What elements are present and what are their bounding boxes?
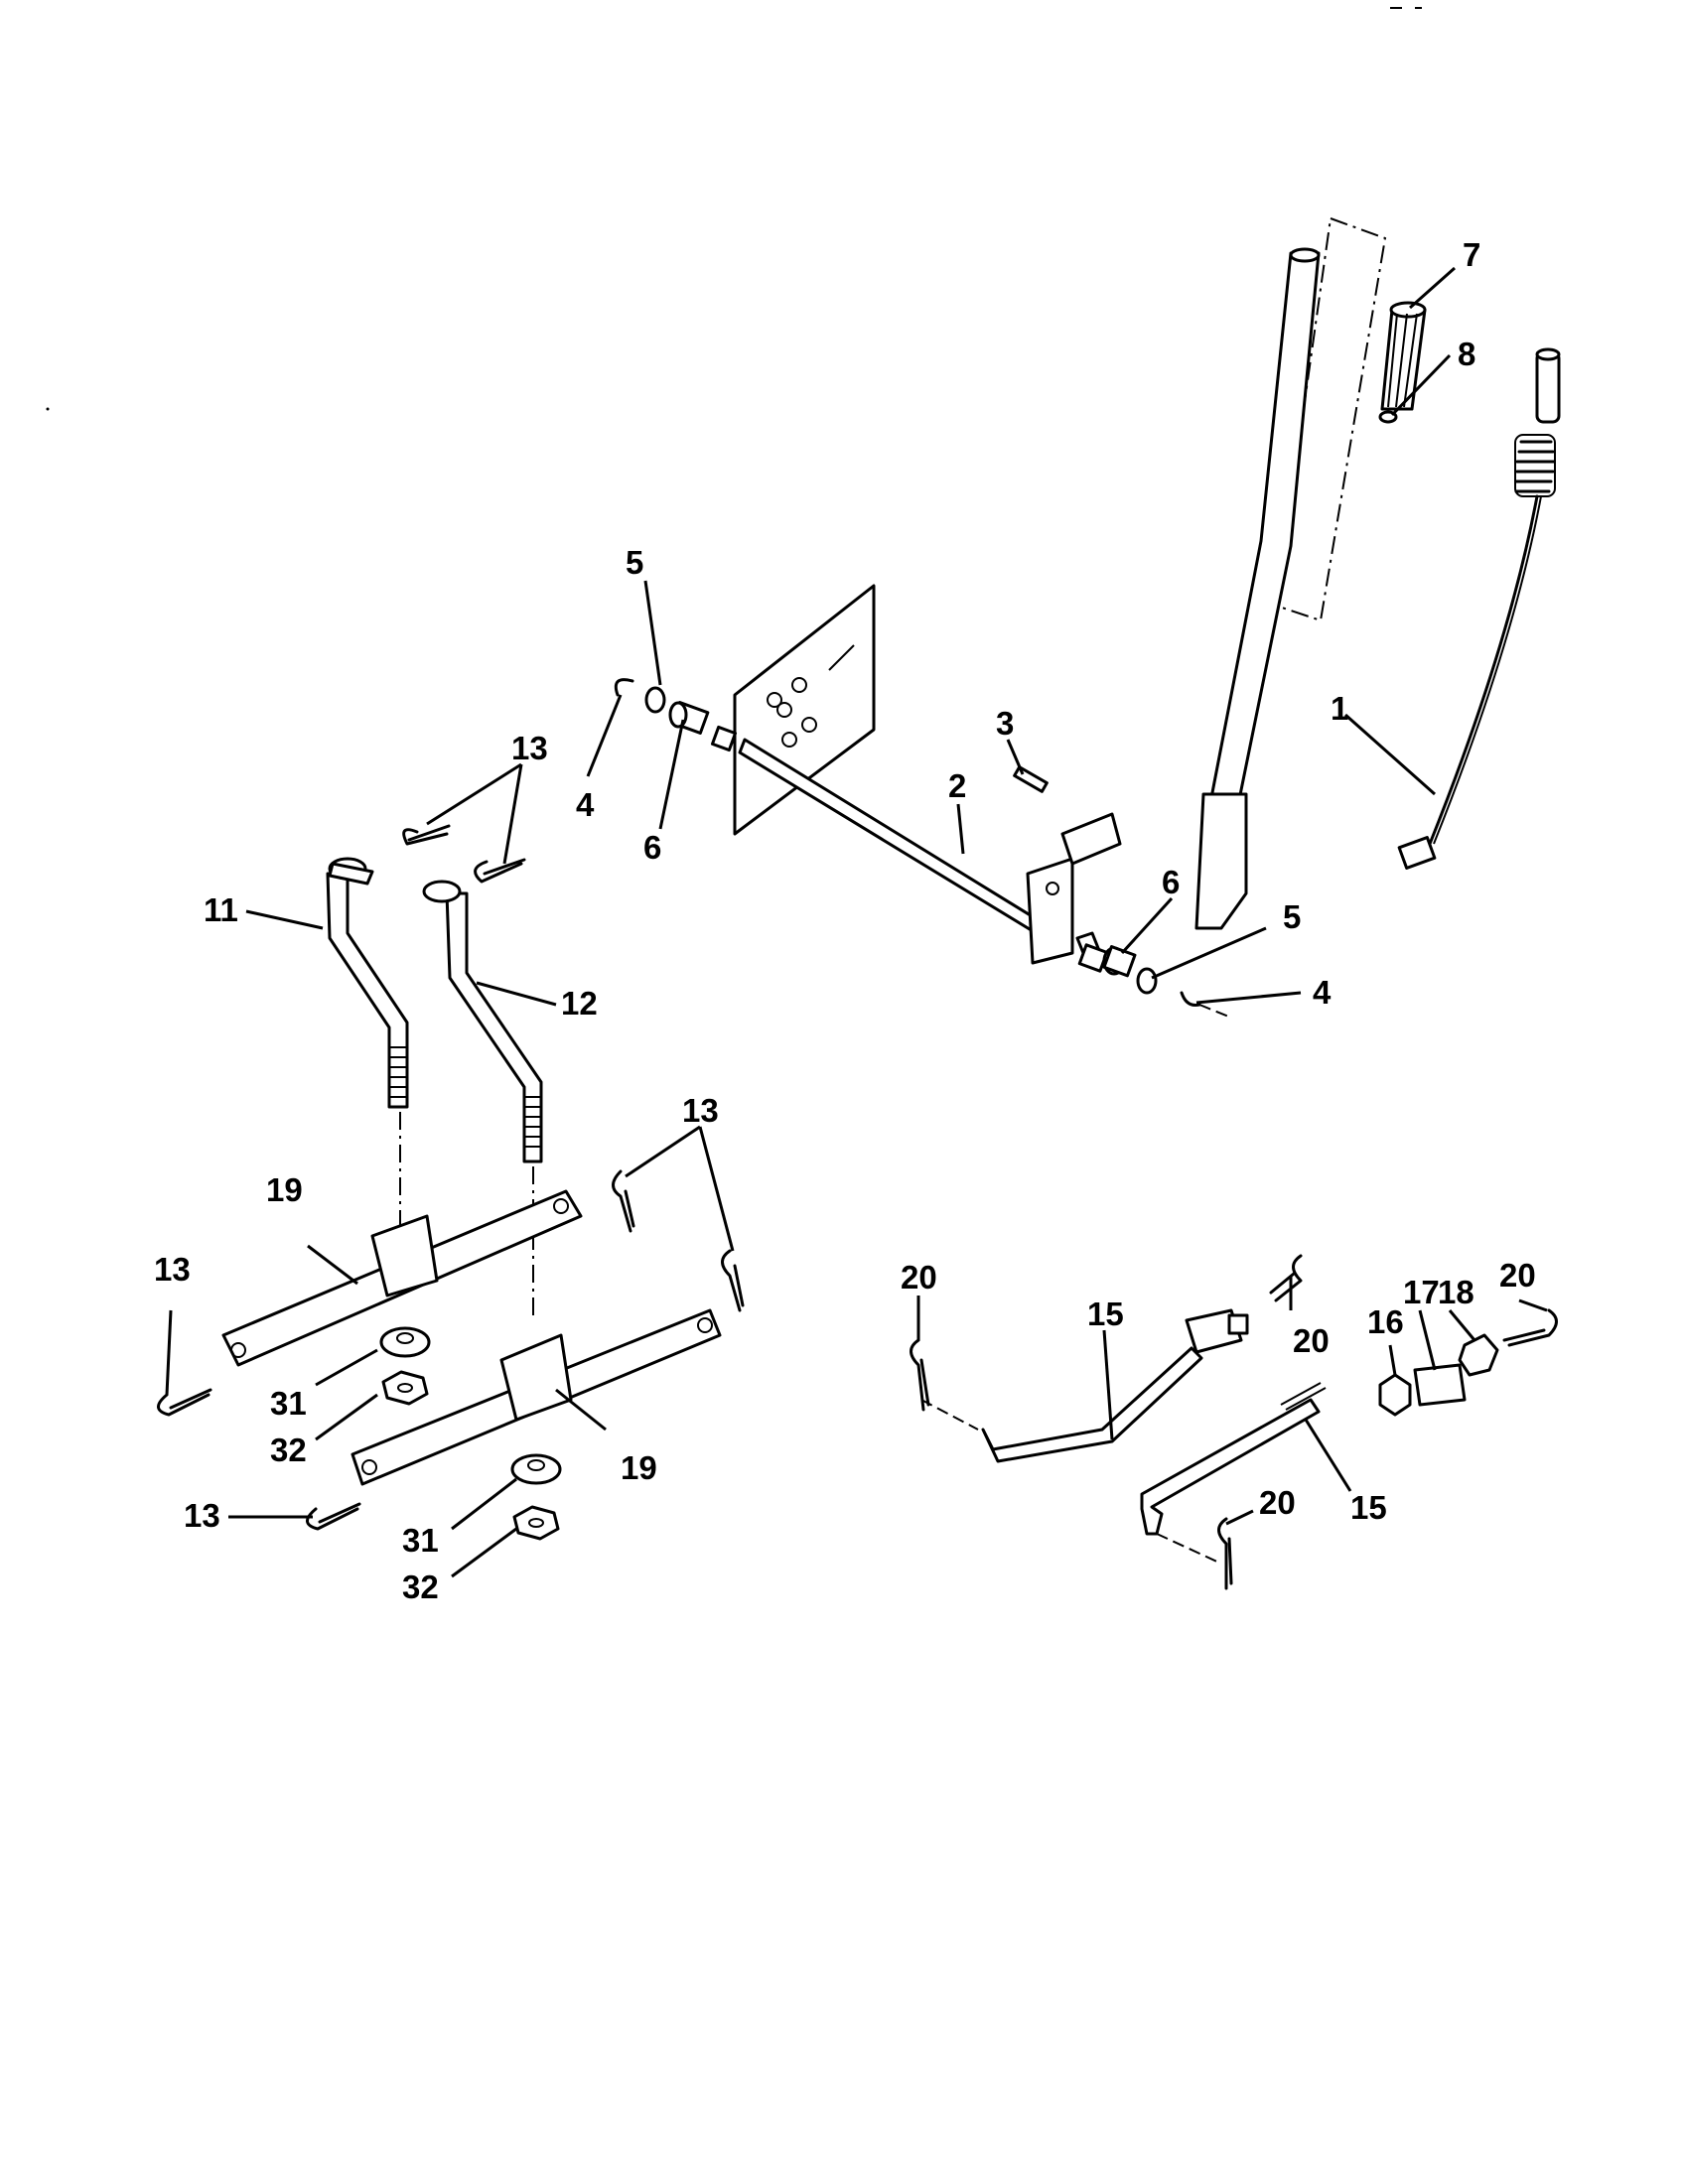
- part-lift-cable: [1397, 347, 1561, 870]
- part-ferrule-hardware: [1378, 1333, 1499, 1417]
- callout-18: 18: [1438, 1274, 1474, 1310]
- callout-15: 15: [1087, 1296, 1124, 1332]
- callout-19: 19: [266, 1171, 303, 1208]
- part-drag-link-lower: [1140, 1382, 1327, 1565]
- part-drag-link-upper: [920, 1308, 1249, 1463]
- part-spacers-nuts: [379, 1326, 562, 1541]
- callout-15: 15: [1350, 1489, 1387, 1526]
- leader-lines: [165, 266, 1548, 1578]
- callout-1: 1: [1331, 690, 1348, 727]
- part-lift-shaft: [733, 584, 1122, 965]
- part-lift-arm-lower: [351, 1308, 722, 1486]
- callout-11: 11: [204, 891, 238, 928]
- callout-5: 5: [626, 544, 643, 581]
- part-lift-arm-upper: [221, 1189, 583, 1367]
- scan-marks: [46, 7, 1422, 411]
- part-lift-link-12: [422, 880, 543, 1320]
- callout-4: 4: [576, 786, 595, 823]
- callout-5: 5: [1283, 898, 1301, 935]
- callout-20: 20: [1293, 1322, 1330, 1359]
- callout-13: 13: [682, 1092, 719, 1129]
- callout-20: 20: [901, 1259, 937, 1296]
- part-shaft-left-hardware: [614, 678, 738, 752]
- callout-labels: 1 2 3 4 4 5 5 6 6 7 8 11 12 13 13 13 13 …: [154, 236, 1536, 1605]
- callout-32: 32: [270, 1432, 307, 1468]
- part-pin: [1013, 765, 1049, 793]
- callout-13: 13: [184, 1497, 220, 1534]
- callout-19: 19: [621, 1449, 657, 1486]
- callout-31: 31: [270, 1385, 307, 1422]
- callout-6: 6: [1162, 864, 1180, 900]
- callout-13: 13: [511, 730, 548, 766]
- callout-8: 8: [1458, 336, 1475, 372]
- callout-6: 6: [643, 829, 661, 866]
- callout-20: 20: [1499, 1257, 1536, 1294]
- callout-16: 16: [1367, 1303, 1404, 1340]
- callout-7: 7: [1463, 236, 1480, 273]
- part-hairpin-clips: [157, 824, 745, 1531]
- part-lift-link-11: [326, 857, 409, 1241]
- callout-2: 2: [948, 767, 966, 804]
- callout-4: 4: [1313, 974, 1332, 1011]
- callout-13: 13: [154, 1251, 191, 1288]
- callout-12: 12: [561, 985, 598, 1022]
- part-lift-lever: [1194, 247, 1321, 930]
- callout-3: 3: [996, 705, 1014, 742]
- callout-32: 32: [402, 1569, 439, 1605]
- callout-31: 31: [402, 1522, 439, 1559]
- callout-17: 17: [1403, 1274, 1440, 1310]
- part-shaft-right-hardware: [1077, 943, 1232, 1019]
- callout-20: 20: [1259, 1484, 1296, 1521]
